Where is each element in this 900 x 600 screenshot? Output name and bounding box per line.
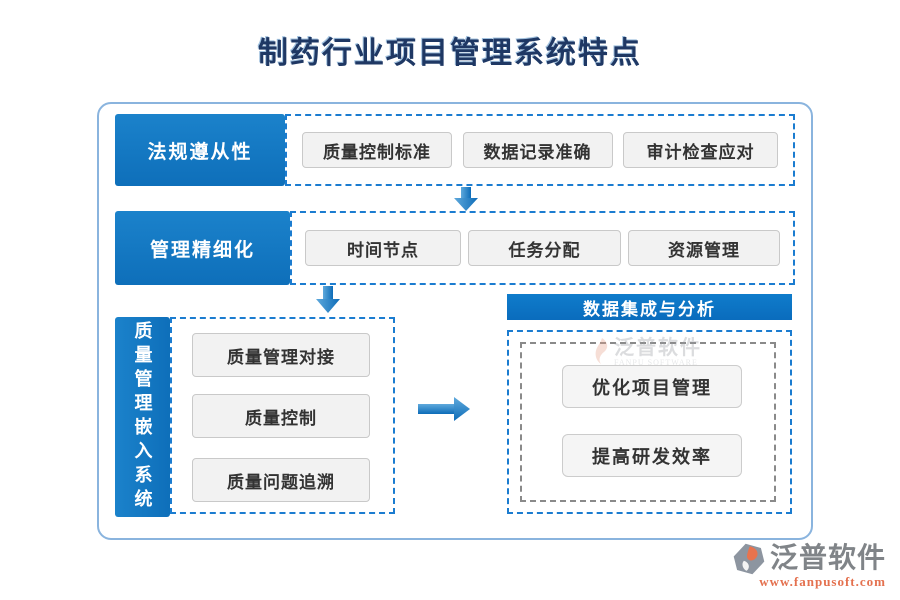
down-arrow-icon: [316, 286, 340, 313]
row3-item-1-label: 质量管理对接: [227, 347, 335, 367]
result-item-1-label: 优化项目管理: [592, 377, 712, 398]
row2-label: 管理精细化: [149, 239, 255, 261]
row3-item-3: 质量问题追溯: [192, 458, 370, 502]
row3-label-box: 质量管理嵌入系统: [115, 317, 170, 517]
row3-item-2-label: 质量控制: [245, 408, 317, 428]
row3-item-1: 质量管理对接: [192, 333, 370, 377]
result-item-2: 提高研发效率: [562, 434, 742, 477]
down-arrow-icon: [454, 187, 478, 211]
right-arrow-icon: [418, 397, 470, 421]
row3-items-container: [170, 317, 395, 514]
row2-item-2-label: 任务分配: [508, 240, 581, 260]
row1-item-2-label: 数据记录准确: [483, 142, 592, 162]
result-header-label: 数据集成与分析: [583, 299, 716, 319]
row2-item-2: 任务分配: [468, 230, 621, 266]
page-title: 制药行业项目管理系统特点: [258, 37, 642, 70]
row3-item-3-label: 质量问题追溯: [227, 472, 335, 492]
result-inner-container: [520, 342, 776, 502]
brand-name: 泛普软件: [769, 543, 886, 574]
row1-item-3: 审计检查应对: [623, 132, 778, 168]
row1-item-1-label: 质量控制标准: [323, 142, 431, 162]
row2-item-1: 时间节点: [305, 230, 461, 266]
row3-label: 质量管理嵌入系统: [132, 321, 153, 513]
row1-item-2: 数据记录准确: [462, 132, 613, 168]
result-item-2-label: 提高研发效率: [592, 446, 712, 467]
row2-label-box: 管理精细化: [115, 211, 290, 285]
result-item-1: 优化项目管理: [562, 365, 742, 408]
row2-item-3: 资源管理: [628, 230, 780, 266]
row2-items-container: 时间节点 任务分配 资源管理: [290, 211, 795, 285]
row1-label: 法规遵从性: [147, 141, 253, 163]
row1-item-1: 质量控制标准: [302, 132, 452, 168]
row2-item-1-label: 时间节点: [347, 240, 419, 260]
diagram-frame: 法规遵从性 质量控制标准 数据记录准确 审计检查应对 管理精细化 时间节点 任务…: [97, 102, 813, 540]
row3-item-2: 质量控制: [192, 394, 370, 438]
row1-item-3-label: 审计检查应对: [646, 142, 755, 162]
row2-item-3-label: 资源管理: [668, 240, 740, 260]
result-header: 数据集成与分析: [507, 294, 792, 320]
row1-items-container: 质量控制标准 数据记录准确 审计检查应对: [285, 114, 795, 186]
row1-label-box: 法规遵从性: [115, 114, 285, 186]
result-outer-container: [507, 330, 792, 514]
brand-logo-icon: [733, 543, 765, 575]
brand-footer: 泛普软件 www.fanpusoft.com: [732, 542, 886, 590]
brand-url: www.fanpusoft.com: [759, 574, 886, 589]
